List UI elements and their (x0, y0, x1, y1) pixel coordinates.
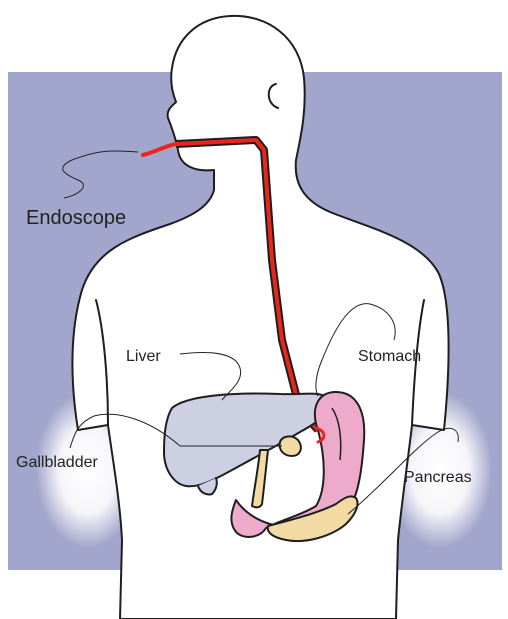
pancreas-label: Pancreas (404, 469, 472, 486)
stomach-label: Stomach (358, 348, 421, 365)
endoscope-label: Endoscope (26, 207, 126, 229)
gallbladder (280, 436, 301, 456)
liver-label: Liver (126, 348, 161, 365)
gallbladder-label: Gallbladder (16, 454, 99, 471)
